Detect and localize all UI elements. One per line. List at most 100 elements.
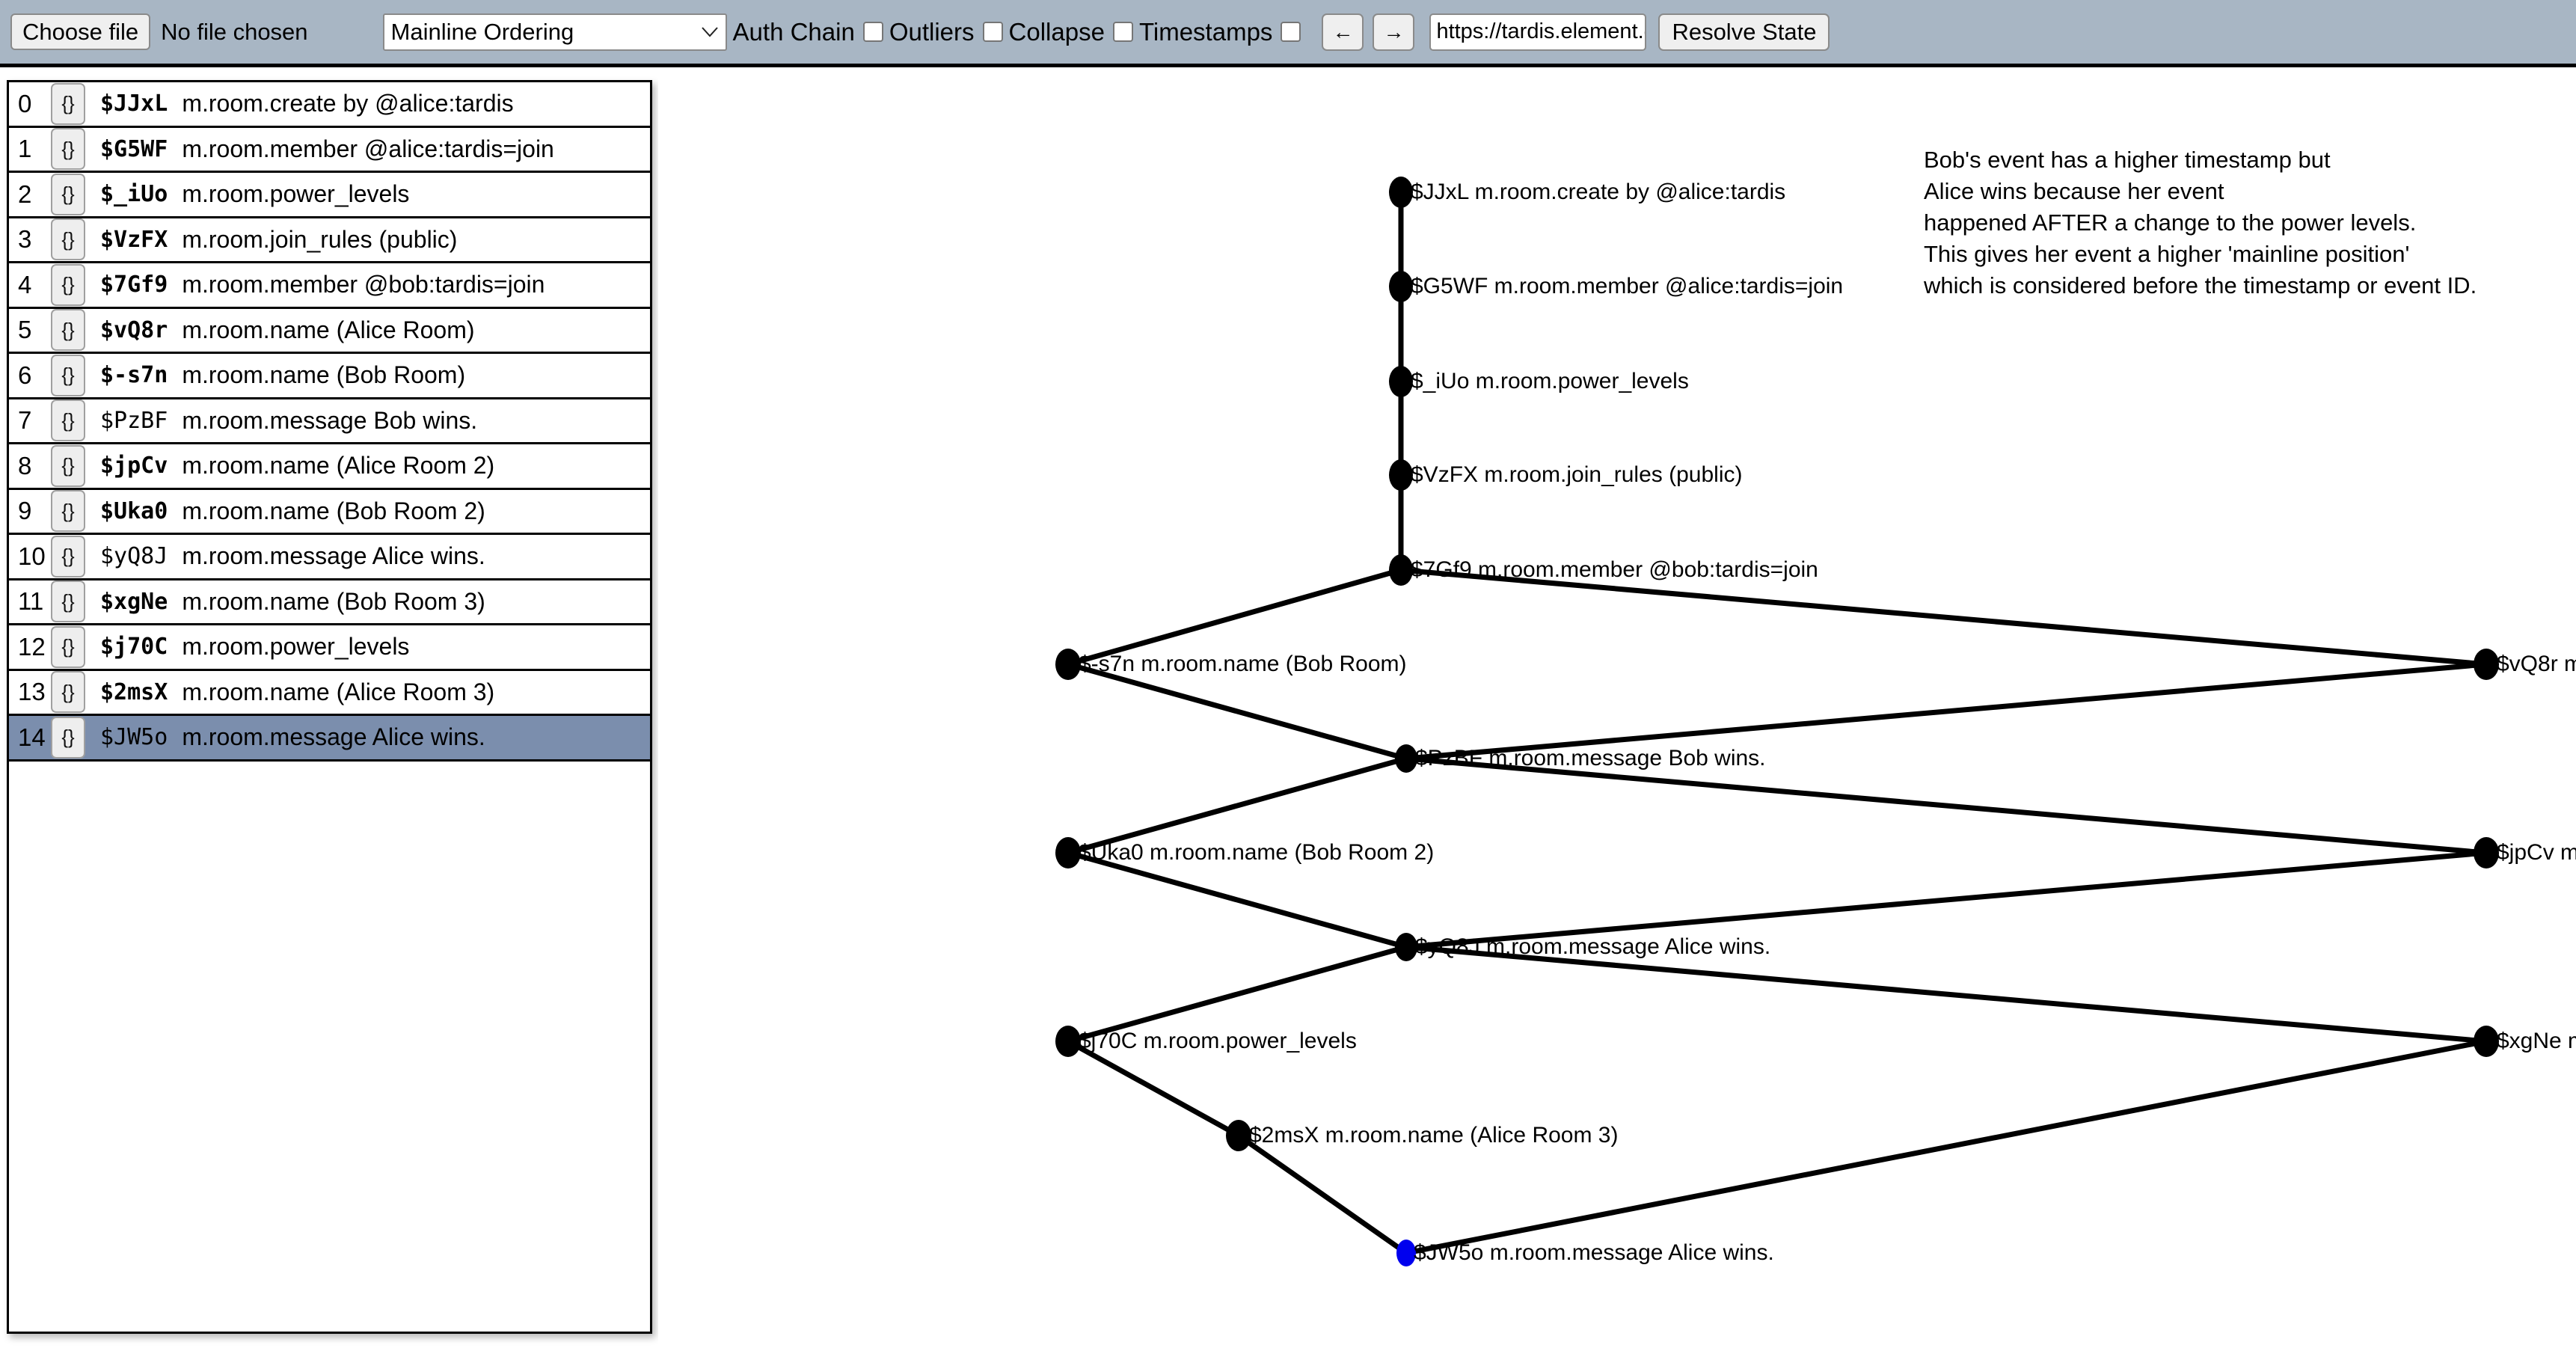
- graph-node[interactable]: [1395, 744, 1417, 773]
- event-row-index: 4: [18, 270, 32, 298]
- event-id-label: $VzFX: [100, 226, 168, 253]
- graph-node[interactable]: [2474, 837, 2499, 868]
- graph-node-label: $j70C m.room.power_levels: [1079, 1029, 1357, 1053]
- event-id-label: $yQ8J: [100, 543, 168, 570]
- event-json-button[interactable]: {}: [51, 399, 85, 442]
- graph-node-label: $JW5o m.room.message Alice wins.: [1414, 1240, 1774, 1265]
- timestamps-checkbox[interactable]: [1281, 22, 1301, 42]
- event-json-button[interactable]: {}: [51, 82, 85, 125]
- event-type-label: m.room.member @alice:tardis=join: [182, 135, 554, 162]
- graph-node[interactable]: [1389, 459, 1413, 491]
- graph-edge: [1405, 850, 2487, 950]
- graph-node-label: $G5WF m.room.member @alice:tardis=join: [1411, 274, 1844, 298]
- event-id-label: $JW5o: [100, 724, 168, 751]
- graph-node[interactable]: [1396, 1240, 1416, 1266]
- event-json-button[interactable]: {}: [51, 173, 85, 215]
- event-json-button[interactable]: {}: [51, 490, 85, 533]
- event-json-button[interactable]: {}: [51, 444, 85, 487]
- graph-node-label: $vQ8r m.room.name (Alice Room): [2497, 652, 2576, 676]
- auth-chain-checkbox[interactable]: [862, 22, 883, 42]
- event-list-row[interactable]: 7 {} $PzBF m.room.message Bob wins.: [9, 399, 650, 444]
- event-row-index: 11: [18, 587, 44, 616]
- event-row-index: 7: [18, 406, 32, 435]
- event-type-label: m.room.message Alice wins.: [182, 723, 485, 751]
- event-id-label: $PzBF: [100, 407, 168, 434]
- event-json-button[interactable]: {}: [51, 128, 85, 171]
- event-row-index: 9: [18, 497, 32, 525]
- back-arrow-button[interactable]: ←: [1322, 13, 1364, 51]
- graph-node[interactable]: [1389, 271, 1413, 302]
- event-type-label: m.room.message Bob wins.: [182, 406, 478, 434]
- event-json-button[interactable]: {}: [51, 625, 85, 668]
- choose-file-button[interactable]: Choose file: [10, 13, 151, 50]
- collapse-checkbox[interactable]: [1112, 22, 1133, 42]
- graph-edge: [1067, 944, 1407, 1044]
- event-json-button[interactable]: {}: [51, 535, 85, 578]
- event-json-button[interactable]: {}: [51, 716, 85, 759]
- event-list-row[interactable]: 3 {} $VzFX m.room.join_rules (public): [9, 218, 650, 263]
- ordering-select-value: Mainline Ordering: [390, 18, 574, 45]
- graph-edge: [1405, 661, 2487, 762]
- graph-node-label: $JJxL m.room.create by @alice:tardis: [1411, 180, 1786, 204]
- timestamps-label: Timestamps: [1138, 17, 1273, 46]
- event-json-button[interactable]: {}: [51, 354, 85, 396]
- graph-node-label: $VzFX m.room.join_rules (public): [1411, 462, 1743, 487]
- graph-node[interactable]: [1055, 649, 1081, 680]
- graph-node[interactable]: [2474, 1026, 2499, 1057]
- event-type-label: m.room.name (Bob Room 3): [182, 587, 485, 615]
- event-row-index: 1: [18, 135, 32, 163]
- event-id-label: $2msX: [100, 678, 168, 705]
- graph-node-label: $PzBF m.room.message Bob wins.: [1415, 746, 1766, 770]
- forward-arrow-button[interactable]: →: [1373, 13, 1415, 51]
- outliers-label: Outliers: [889, 17, 975, 46]
- event-type-label: m.room.name (Bob Room): [182, 361, 466, 389]
- event-json-button[interactable]: {}: [51, 263, 85, 306]
- url-input[interactable]: https://tardis.element.dev: [1429, 13, 1647, 51]
- outliers-checkbox[interactable]: [982, 22, 1003, 42]
- toolbar: Choose file No file chosen Mainline Orde…: [0, 0, 2576, 67]
- ordering-select[interactable]: Mainline Ordering: [382, 13, 727, 51]
- graph-node[interactable]: [1389, 554, 1413, 586]
- graph-node[interactable]: [1055, 1026, 1081, 1057]
- event-type-label: m.room.name (Alice Room 3): [182, 678, 495, 705]
- event-row-index: 5: [18, 316, 32, 344]
- event-type-label: m.room.name (Alice Room): [182, 316, 475, 343]
- event-row-index: 0: [18, 89, 32, 117]
- event-json-button[interactable]: {}: [51, 309, 85, 352]
- event-json-button[interactable]: {}: [51, 580, 85, 623]
- event-json-button[interactable]: {}: [51, 671, 85, 714]
- auth-chain-label: Auth Chain: [732, 17, 855, 46]
- graph-node-label: $yQ8J m.room.message Alice wins.: [1415, 934, 1771, 959]
- event-json-button[interactable]: {}: [51, 218, 85, 261]
- graph-node[interactable]: [1055, 837, 1081, 868]
- event-graph[interactable]: $JJxL m.room.create by @alice:tardis $G5W…: [658, 71, 2576, 1348]
- graph-node-label: $xgNe m.room.name (Bob Room 3): [2497, 1029, 2576, 1053]
- graph-node[interactable]: [1395, 933, 1417, 961]
- event-row-index: 3: [18, 225, 32, 254]
- graph-edge: [1400, 567, 2487, 667]
- graph-node[interactable]: [1389, 177, 1413, 208]
- resolve-state-button[interactable]: Resolve State: [1658, 13, 1830, 51]
- graph-node[interactable]: [2474, 649, 2499, 680]
- event-type-label: m.room.join_rules (public): [182, 225, 458, 253]
- graph-node[interactable]: [1389, 366, 1413, 397]
- event-row-index: 12: [18, 632, 46, 661]
- event-type-label: m.room.create by @alice:tardis: [182, 90, 514, 117]
- graph-node[interactable]: [1226, 1120, 1251, 1151]
- graph-edge: [1067, 567, 1402, 667]
- event-id-label: $_iUo: [100, 181, 168, 208]
